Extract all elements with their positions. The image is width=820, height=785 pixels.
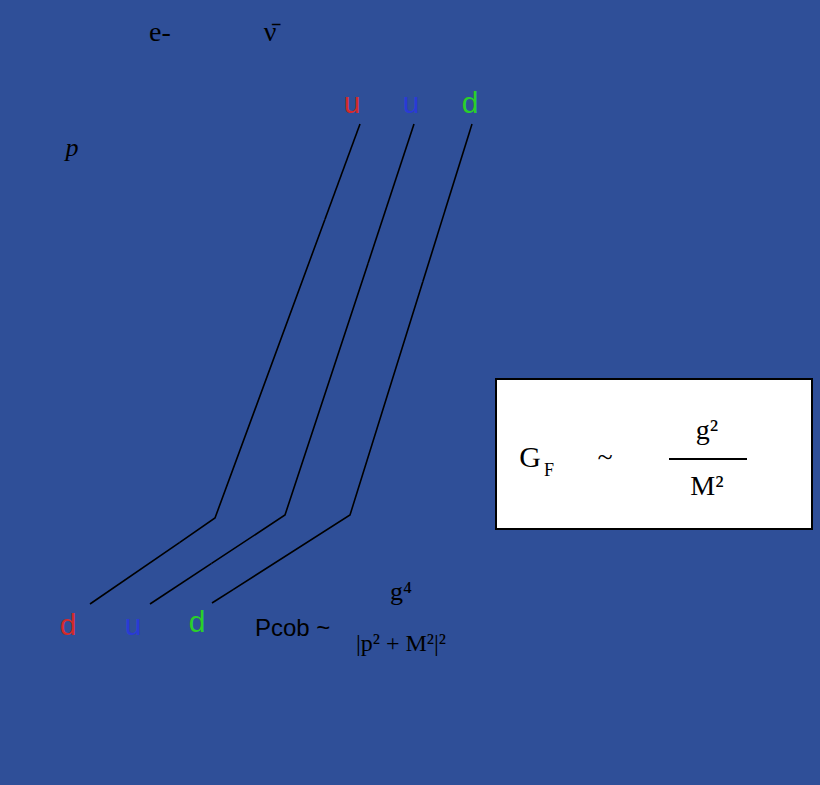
formula-numerator: g² [696,416,718,444]
text-holder: ν̄ [264,18,277,46]
text-holder: Pcob ~ [255,616,330,640]
quark-line-stub [423,124,472,282]
quark-letter: d [189,607,206,637]
text-holder: u [344,88,361,118]
text-holder: |p² + M²|² [356,631,446,655]
quark-line [180,220,325,543]
antineutrino-line [217,52,280,262]
formula-numerator: g⁴ [390,579,412,605]
quark-letter: u [125,610,142,640]
text-holder: u [125,610,142,640]
text-holder: d [60,610,77,640]
quark-line-stub [150,563,212,604]
formula-denominator: M² [690,472,723,500]
text-holder: p [66,135,79,161]
formula-subscript: F [544,461,554,479]
text-holder: ~ [597,443,612,471]
fraction-bar [337,615,465,616]
text-holder: M² [690,472,723,500]
baryon-circle: dud [8,530,252,774]
quark-letter: d [60,610,77,640]
quark-line [233,282,423,590]
text-holder: F [544,461,554,479]
momentum-arrow [102,120,104,160]
formula-symbol: ~ [597,443,612,471]
text-holder: d [462,88,479,118]
text-holder: G [519,442,541,472]
quark-line-stub [368,124,414,263]
w-boson-zigzag [197,262,229,560]
circle-outline [305,22,567,284]
quark-letter: u [344,88,361,118]
text-holder: e- [149,18,171,46]
text-holder: g² [696,416,718,444]
formula-symbol: G [519,442,541,472]
circle-fill [307,24,566,283]
formula-denominator: |p² + M²|² [356,631,446,655]
text-holder: d [189,607,206,637]
text-holder: u [403,88,420,118]
quark-letter: d [462,88,479,118]
circle-fill [10,532,251,773]
circle-outline [8,530,252,774]
baryon-circle: uud [305,22,567,284]
particle-label: e- [149,18,171,46]
particle-label: ν̄ [264,18,277,46]
quark-line-stub [325,124,360,220]
quark-line-stub [90,542,180,604]
formula-text: Pcob ~ [255,616,330,640]
formula-box: GF ~ g² M² [495,378,813,530]
fraction-bar [669,458,747,460]
quark-line-stub [212,590,233,603]
momentum-arrowhead [97,108,109,122]
text-holder: g⁴ [390,579,412,605]
electron-line [168,52,217,262]
quark-letter: u [403,88,420,118]
momentum-label: p [66,135,79,161]
